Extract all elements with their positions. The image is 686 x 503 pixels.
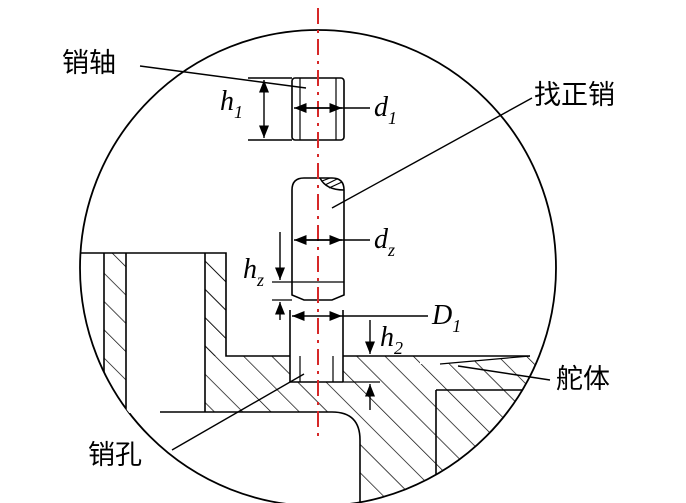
D1-label: D1	[431, 300, 461, 336]
dimension-hz	[272, 232, 292, 320]
pin-hole-geometry	[289, 310, 344, 383]
pin-shaft-label: 销轴	[62, 48, 116, 79]
pin-hole-label: 销孔	[88, 440, 142, 471]
rudder-body-label: 舵体	[556, 364, 610, 395]
dz-label: dz	[374, 224, 395, 260]
rudder-body-section	[80, 252, 556, 503]
locating-pin-label: 找正销	[534, 80, 615, 111]
h1-label: h1	[220, 86, 243, 122]
locating-pin-leader	[331, 97, 533, 209]
dimension-h2	[343, 320, 380, 410]
pin-shaft-leader	[139, 65, 307, 89]
d1-label: d1	[374, 92, 397, 128]
rudder-body-outline	[80, 252, 530, 503]
boss-bore	[126, 253, 205, 413]
rudder-body-leader	[457, 365, 551, 381]
pin-hole-leader	[171, 373, 305, 451]
dimension-h1	[248, 77, 292, 141]
left-wall-hatch	[104, 253, 126, 412]
inner-wall-hatch	[205, 253, 226, 412]
hz-label: hz	[243, 254, 264, 290]
h2-label: h2	[380, 322, 403, 358]
